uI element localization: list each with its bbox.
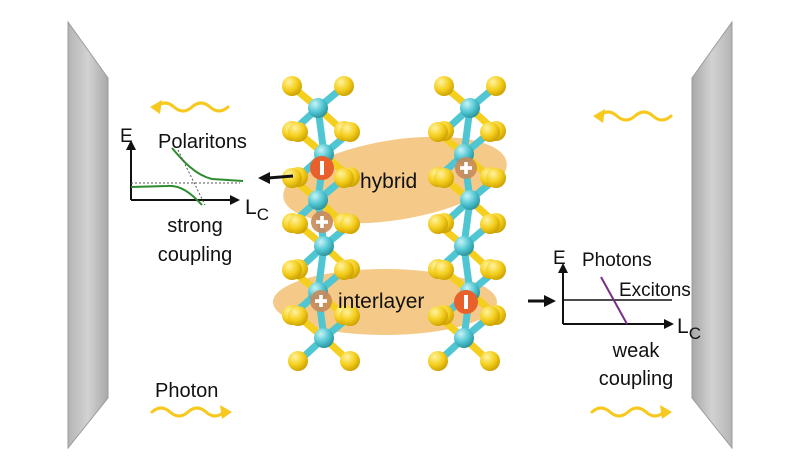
metal-atom (460, 98, 480, 118)
chalcogen-atom (282, 168, 302, 188)
chalcogen-atom (288, 214, 308, 234)
chalcogen-atom (480, 122, 500, 142)
arrow-icon (258, 172, 294, 184)
metal-atom (454, 236, 474, 256)
metal-atom (314, 236, 334, 256)
metal-atom (314, 328, 334, 348)
weak-axis-e: E (553, 248, 566, 269)
photon-label: Photon (155, 380, 218, 402)
metal-atom (308, 98, 328, 118)
chalcogen-atom (334, 168, 354, 188)
chalcogen-atom (434, 76, 454, 96)
weak-caption-1: weak (612, 340, 661, 362)
weak-axis-l: LC (677, 315, 701, 343)
strong-axis-l-sub: C (257, 205, 269, 224)
interlayer-label: interlayer (338, 290, 424, 313)
left-mirror (67, 20, 109, 450)
wavy-photon-arrow-icon (150, 405, 232, 419)
strong-axis-l: LC (245, 196, 269, 224)
metal-atom (460, 190, 480, 210)
uncoupled-photon-line (177, 149, 206, 206)
chalcogen-atom (288, 122, 308, 142)
chalcogen-atom (428, 214, 448, 234)
strong-caption-1: strong (167, 215, 223, 237)
chalcogen-atom (480, 306, 500, 326)
chalcogen-atom (288, 351, 308, 371)
hybrid-label: hybrid (360, 170, 417, 193)
weak-caption-2: coupling (599, 368, 674, 390)
wavy-photon-arrow-icon (150, 100, 230, 114)
strong-axis-l-main: L (245, 196, 257, 219)
photon-dispersion-line (600, 276, 628, 325)
upper-polariton-curve (171, 147, 244, 182)
electron-minus-icon (310, 156, 334, 180)
chalcogen-atom (486, 260, 506, 280)
arrow-icon (528, 295, 556, 307)
strong-title: Polaritons (158, 131, 247, 153)
right-mirror (691, 20, 733, 450)
metal-atom (308, 190, 328, 210)
weak-axis-l-main: L (677, 315, 689, 338)
chalcogen-atom (434, 168, 454, 188)
chalcogen-atom (428, 306, 448, 326)
weak-coupling-inset: E Photons Excitons LC weak coupling (553, 248, 701, 390)
weak-axis-l-sub: C (689, 324, 701, 343)
chalcogen-atom (486, 76, 506, 96)
right-tmd-layer (428, 76, 506, 371)
strong-coupling-inset: E Polaritons LC strong coupling (120, 126, 269, 266)
electron-minus-icon (454, 290, 478, 314)
strong-axis-e: E (120, 126, 133, 147)
chalcogen-atom (334, 260, 354, 280)
lower-polariton-curve (130, 184, 203, 206)
hole-plus-icon (310, 290, 332, 312)
strong-caption-2: coupling (158, 244, 233, 266)
chalcogen-atom (334, 76, 354, 96)
wavy-photon-arrow-icon (590, 405, 672, 419)
chalcogen-atom (480, 214, 500, 234)
chalcogen-atom (340, 122, 360, 142)
chalcogen-atom (428, 351, 448, 371)
chalcogen-atom (486, 168, 506, 188)
chalcogen-atom (480, 351, 500, 371)
weak-photons-label: Photons (582, 250, 652, 271)
chalcogen-atom (282, 260, 302, 280)
wavy-photon-arrow-icon (593, 109, 673, 123)
chalcogen-atom (434, 260, 454, 280)
chalcogen-atom (428, 122, 448, 142)
chalcogen-atom (340, 351, 360, 371)
chalcogen-atom (282, 76, 302, 96)
hybrid-exciton-blob (283, 136, 507, 224)
hole-plus-icon (455, 157, 477, 179)
metal-atom (454, 328, 474, 348)
weak-excitons-label: Excitons (619, 280, 691, 301)
chalcogen-atom (340, 214, 360, 234)
chalcogen-atom (340, 306, 360, 326)
hole-plus-icon (311, 211, 333, 233)
chalcogen-atom (288, 306, 308, 326)
